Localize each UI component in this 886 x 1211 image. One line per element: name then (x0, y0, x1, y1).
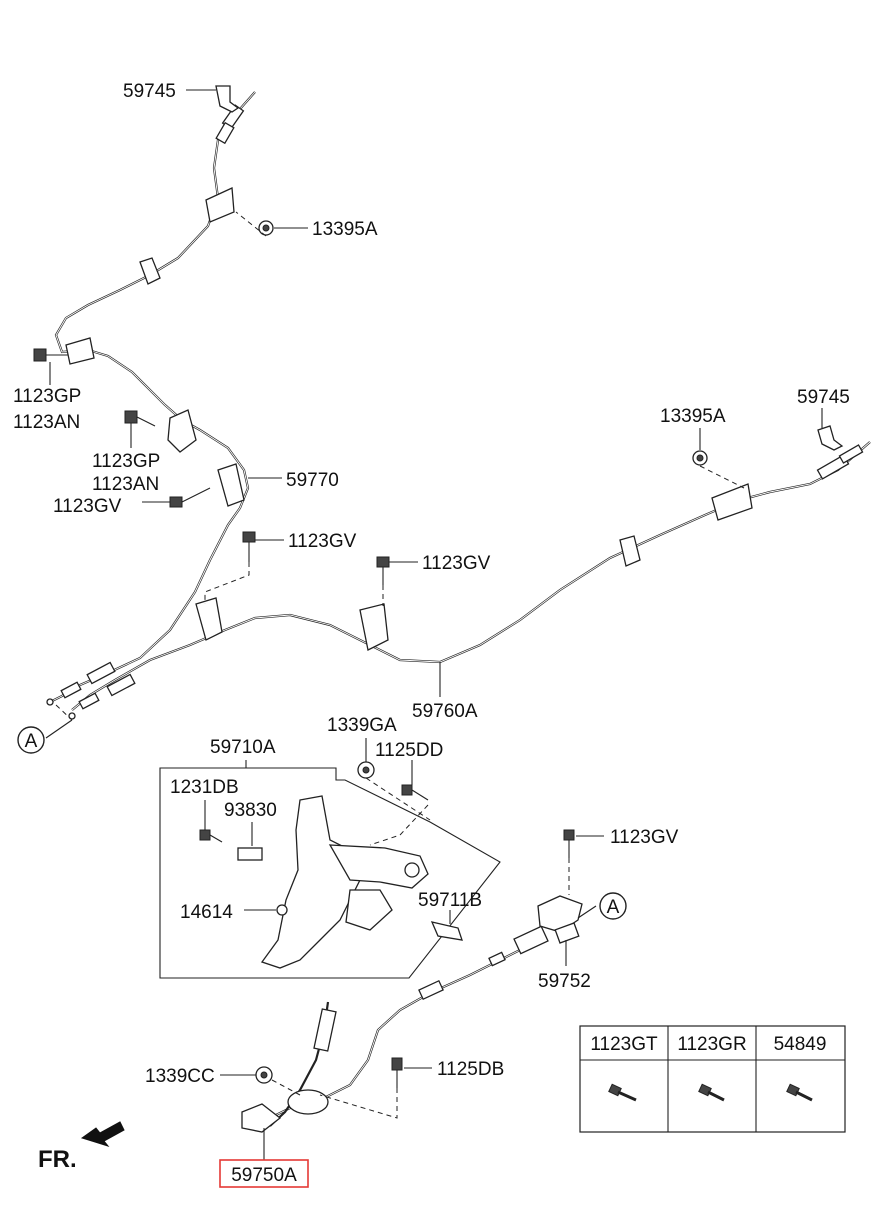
label-1125dd: 1125DD (375, 740, 443, 761)
label-59750a: 59750A (231, 1165, 297, 1186)
label-1123gv-3: 1123GV (422, 553, 491, 574)
pedal-assembly-box (159, 767, 501, 979)
bolt-icon-54849 (786, 1083, 813, 1102)
label-1123gv-1: 1123GV (53, 496, 122, 517)
label-1123gv-4: 1123GV (610, 827, 679, 848)
label-1123gv-2: 1123GV (288, 531, 357, 552)
front-label: FR. (38, 1146, 77, 1173)
table-header-1123gr: 1123GR (677, 1034, 746, 1055)
label-59760a: 59760A (412, 701, 478, 722)
cable-59770 (49, 91, 256, 703)
label-1123an-2: 1123AN (92, 474, 159, 495)
table-header-1123gt: 1123GT (590, 1034, 658, 1055)
label-14614: 14614 (180, 902, 233, 923)
label-1123gp-2: 1123GP (92, 451, 160, 472)
label-59711b: 59711B (418, 890, 482, 911)
front-indicator: FR. (38, 1121, 125, 1173)
label-59770: 59770 (286, 470, 339, 491)
label-93830: 93830 (224, 800, 277, 821)
ref-a-left-circle: A (17, 726, 45, 754)
cable-59760a (71, 441, 871, 711)
label-1339ga: 1339GA (327, 715, 397, 736)
label-59710a: 59710A (210, 737, 276, 758)
front-arrow-icon (80, 1121, 125, 1147)
table-header-54849: 54849 (774, 1034, 827, 1055)
highlighted-part-59750a[interactable]: 59750A (219, 1159, 309, 1188)
label-13395a-top: 13395A (312, 219, 378, 240)
label-1231db: 1231DB (170, 777, 239, 798)
label-1339cc: 1339CC (145, 1066, 215, 1087)
ref-a-left-label: A (25, 731, 38, 752)
leader-lines (45, 89, 823, 1160)
fasteners (33, 85, 844, 1088)
fastener-table: 1123GT 1123GR 54849 (579, 1025, 846, 1133)
label-59752: 59752 (538, 971, 591, 992)
ref-a-right-circle: A (599, 892, 627, 920)
label-1125db: 1125DB (437, 1059, 504, 1080)
ref-a-right-label: A (607, 897, 620, 918)
bolt-icon-1123gt (608, 1083, 637, 1102)
part-labels: 59745 13395A 1123GP 1123AN 1123GP 1123AN… (13, 81, 850, 1087)
label-59745-top: 59745 (123, 81, 176, 102)
label-59745-right: 59745 (797, 387, 850, 408)
parking-brake-pedal (237, 795, 463, 969)
label-1123gp-1: 1123GP (13, 386, 81, 407)
label-1123an-1: 1123AN (13, 412, 80, 433)
label-13395a-right: 13395A (660, 406, 726, 427)
bolt-icon-1123gr (698, 1083, 725, 1102)
cable-fittings (46, 104, 864, 1133)
